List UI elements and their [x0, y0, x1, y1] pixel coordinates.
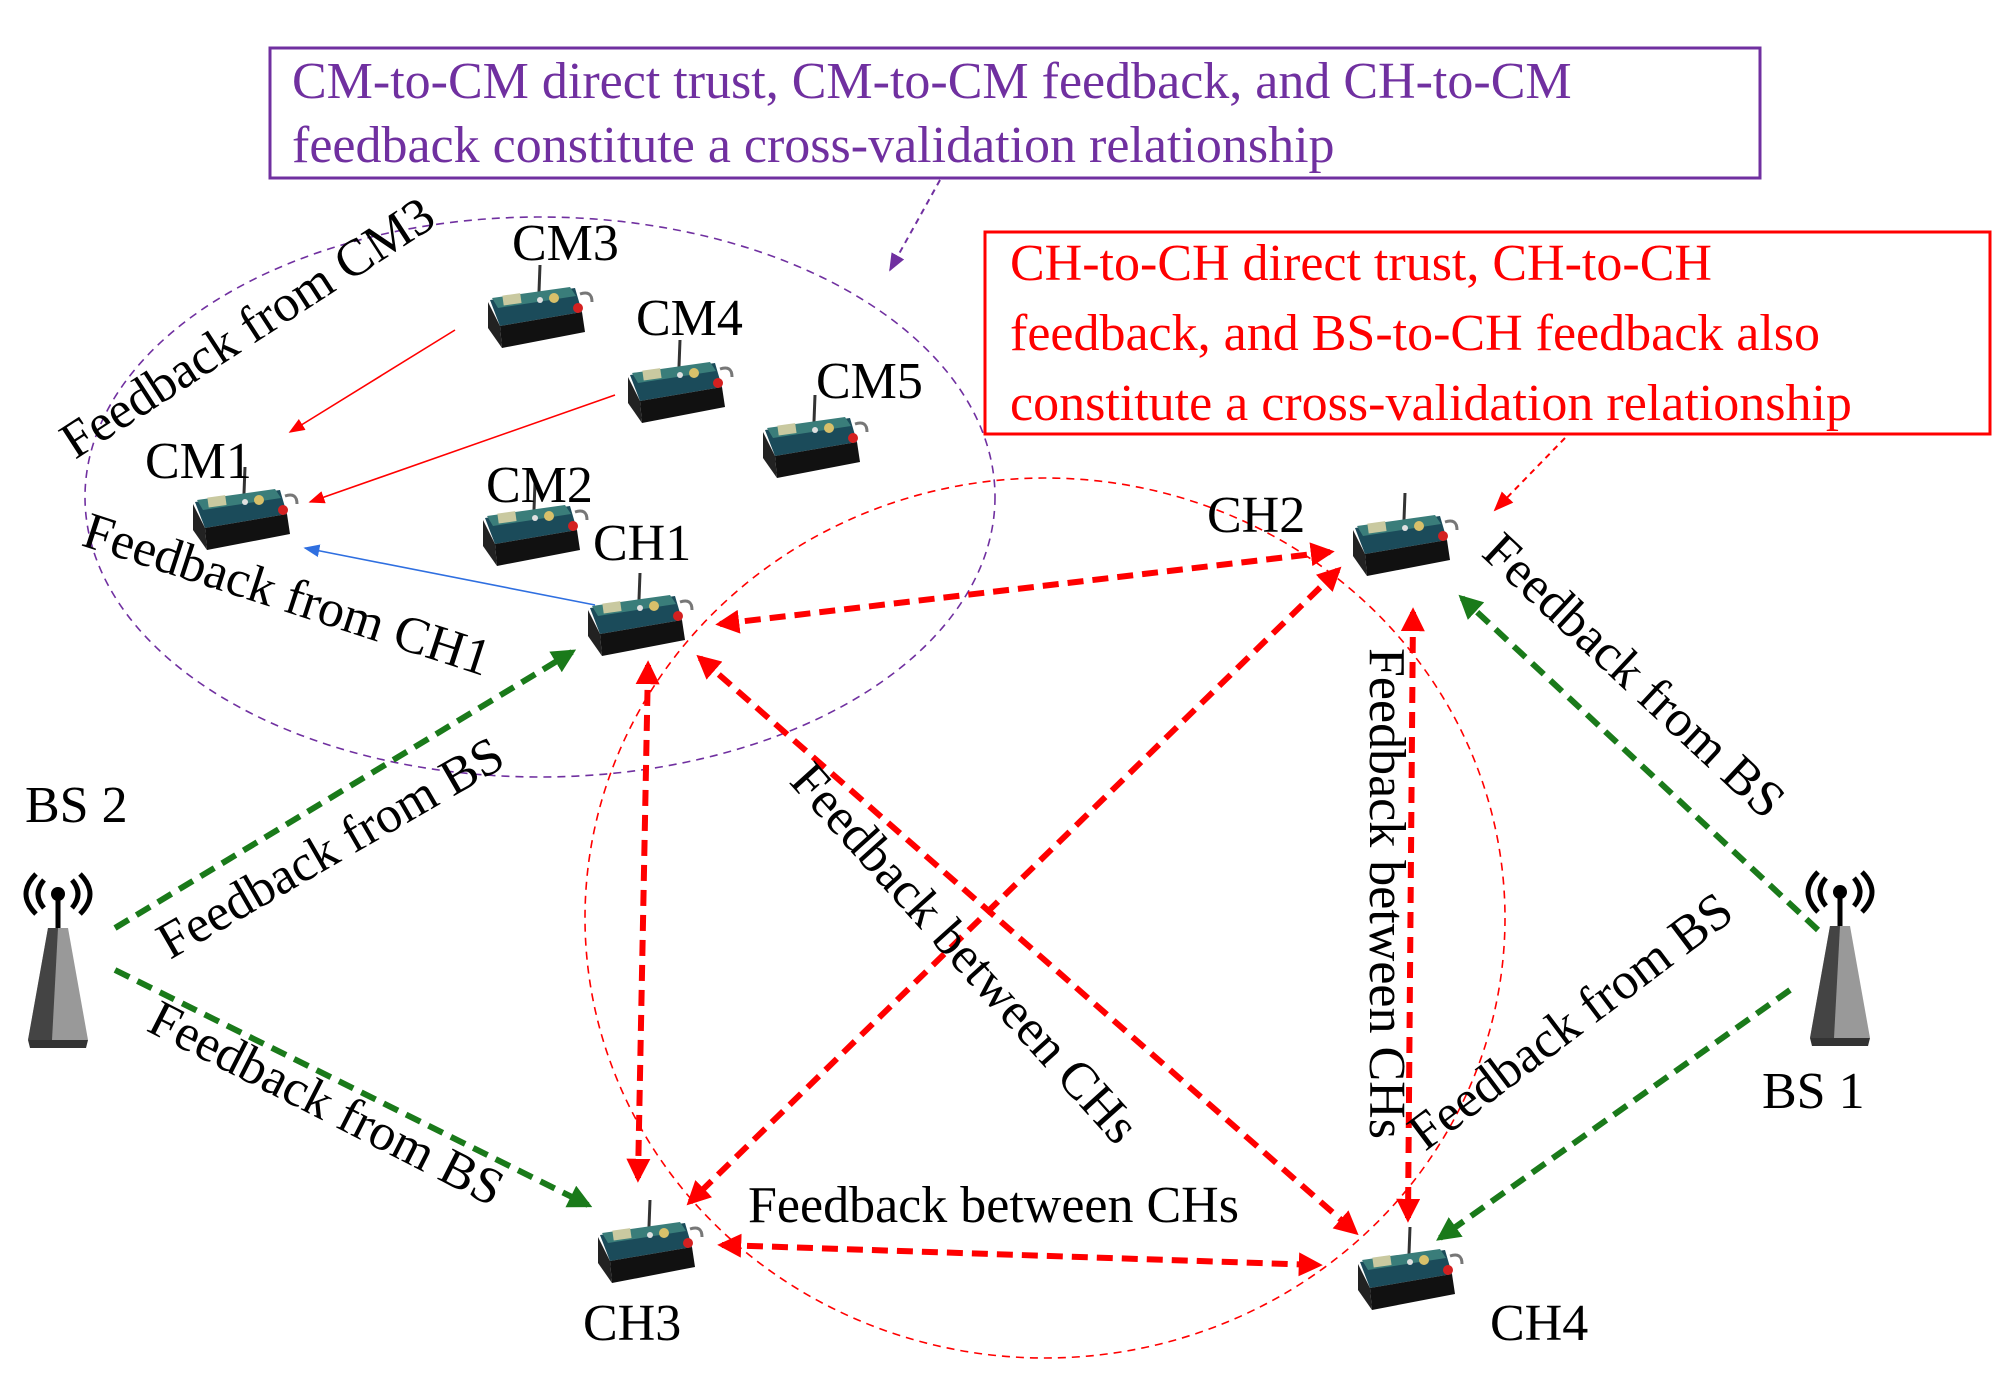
bs1-ch2-link: [1458, 594, 1821, 933]
feedback-from-bs-bs1-ch2-label: Feedback from BS: [1472, 522, 1796, 830]
purple-note-line-1: CM-to-CM direct trust, CM-to-CM feedback…: [292, 53, 1572, 110]
red-note-box: CH-to-CH direct trust, CH-to-CH feedback…: [983, 230, 1992, 436]
purple-note-line-2: feedback constitute a cross-validation r…: [292, 117, 1335, 174]
feedback-between-chs-ch1-ch4-label: Feedback between CHs: [779, 752, 1150, 1155]
cm5-label: CM5: [816, 353, 923, 410]
feedback-from-bs-bs2-ch1-label: Feedback from BS: [148, 726, 514, 970]
ch1-ch2-link: [715, 542, 1335, 634]
ch4-mote-icon: [1356, 1225, 1464, 1312]
purple-note-pointer: [889, 179, 941, 272]
red-note-line-1: CH-to-CH direct trust, CH-to-CH: [1010, 235, 1712, 292]
ch1-mote-icon: [586, 571, 694, 658]
red-note-line-2: feedback, and BS-to-CH feedback also: [1010, 305, 1820, 362]
bs2-ch1-link: [113, 649, 577, 931]
feedback-between-chs-ch3-ch4-label: Feedback between CHs: [748, 1177, 1239, 1234]
feedback-from-bs-bs2-ch3-label: Feedback from BS: [140, 990, 513, 1218]
ch3-mote-icon: [596, 1198, 704, 1285]
ch4-label: CH4: [1490, 1295, 1588, 1352]
ch1-ch4-link: [696, 654, 1359, 1236]
cm3-label: CM3: [512, 215, 619, 272]
cm1-label: CM1: [145, 433, 252, 490]
bs1-tower-icon: [1808, 872, 1872, 1046]
cm2-label: CM2: [486, 457, 593, 514]
ch3-label: CH3: [583, 1295, 681, 1352]
purple-note-box: CM-to-CM direct trust, CM-to-CM feedback…: [268, 46, 1762, 180]
cm-cluster-outline: [84, 216, 996, 778]
cm3-to-cm1-link: [288, 329, 456, 433]
bs1-label: BS 1: [1762, 1063, 1865, 1120]
cm4-to-cm1-link: [308, 394, 616, 504]
ch1-label: CH1: [593, 515, 691, 572]
feedback-between-chs-ch2-ch4-label: Feedback between CHs: [1358, 648, 1415, 1139]
ch-group-outline: [584, 477, 1506, 1359]
feedback-from-cm3-label: Feedback from CM3: [50, 186, 444, 470]
red-note-line-3: constitute a cross-validation relationsh…: [1010, 375, 1852, 432]
cm4-mote-icon: [626, 338, 734, 425]
cm4-label: CM4: [636, 290, 743, 347]
ch2-mote-icon: [1351, 491, 1459, 578]
feedback-from-bs-bs1-ch4-label: Feedback from BS: [1398, 881, 1744, 1161]
bs2-tower-icon: [26, 874, 90, 1048]
red-note-pointer: [1493, 437, 1566, 512]
ch2-ch3-link: [686, 566, 1342, 1206]
cm3-mote-icon: [486, 263, 594, 350]
bs2-label: BS 2: [25, 777, 128, 834]
ch2-label: CH2: [1207, 487, 1305, 544]
ch1-ch3-link: [626, 660, 660, 1183]
ch3-ch4-link: [717, 1233, 1323, 1277]
bs2-ch3-link: [113, 967, 593, 1208]
ch2-ch4-link: [1396, 607, 1425, 1223]
ch1-to-cm1-link: [303, 544, 596, 606]
bs1-ch4-link: [1436, 987, 1792, 1241]
